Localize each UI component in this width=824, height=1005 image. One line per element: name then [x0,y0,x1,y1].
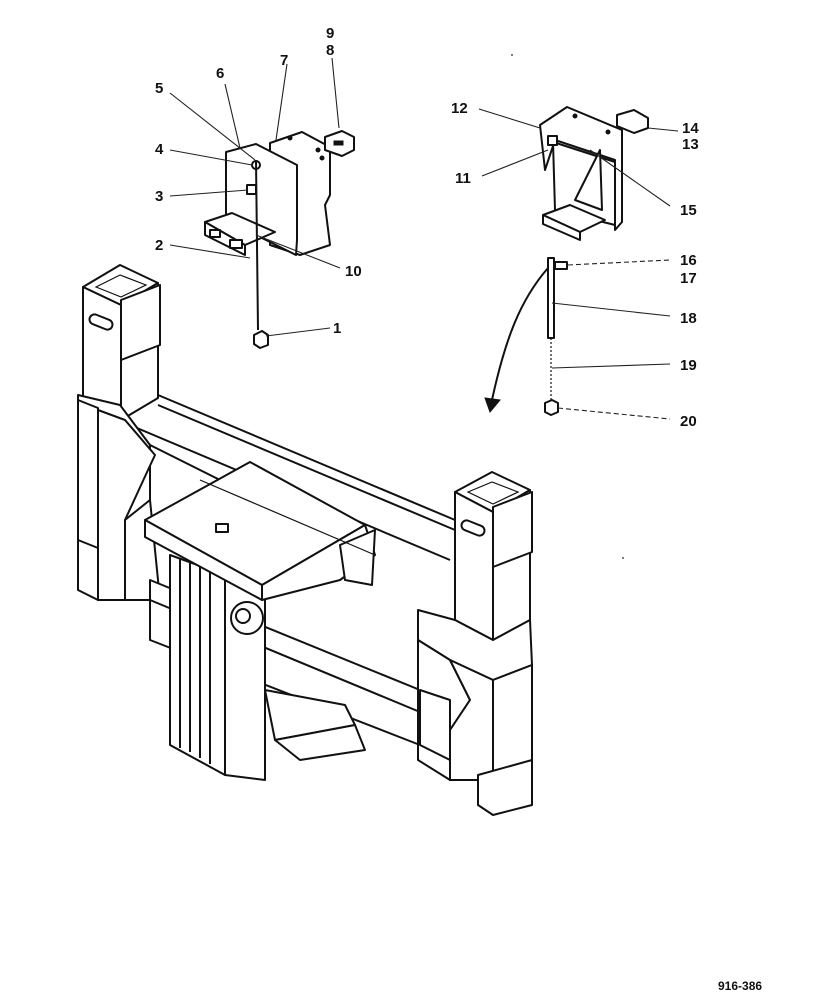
callout-8: 8 [326,42,334,59]
routing-arrow [491,267,549,401]
callout-1: 1 [333,320,341,337]
drawing-code: 916-386 [718,979,762,993]
callout-20: 20 [680,413,697,430]
callout-2: 2 [155,237,163,254]
callout-3: 3 [155,188,163,205]
callout-5: 5 [155,80,163,97]
callout-10: 10 [345,263,362,280]
callout-7: 7 [280,52,288,69]
gusset [574,149,603,211]
bolt-hole [315,147,321,153]
part-11-clip [547,135,558,146]
callout-6: 6 [216,65,224,82]
right-end-block [417,609,533,816]
bolt-hole [319,155,325,161]
callout-17: 17 [680,270,697,287]
callout-11: 11 [455,170,471,187]
part-12-plate [539,106,623,231]
callout-9: 9 [326,25,334,42]
arrow-head-icon [484,397,501,413]
drawing-number: 916-386 [718,979,762,993]
center-hitch [144,461,376,781]
left-post [82,264,161,421]
callout-16: 16 [680,252,697,269]
part-2-cable [255,159,259,331]
callout-12: 12 [451,100,468,117]
callout-18: 18 [680,310,697,327]
mounting-bracket [542,214,581,241]
bolt-hole [287,135,293,141]
callout-15: 15 [680,202,697,219]
leader-lines [169,57,679,420]
callout-4: 4 [155,141,164,158]
part-16-17-clamp [554,261,568,270]
bolt-hole [605,129,611,135]
bolt-hole [572,113,578,119]
right-post [454,471,533,641]
part-1-knob [253,330,269,349]
left-subassembly [204,130,355,349]
part-20-knob [544,399,559,416]
right-subassembly [484,106,649,416]
frame-assembly [77,264,533,816]
callout-labels: 1 2 3 4 5 6 7 8 9 10 11 12 13 14 15 16 1… [155,25,699,430]
callout-13: 13 [682,136,699,153]
part-3-clip [246,184,257,195]
part-18-sleeve [547,257,555,339]
callout-19: 19 [680,357,697,374]
callout-14: 14 [682,120,699,137]
